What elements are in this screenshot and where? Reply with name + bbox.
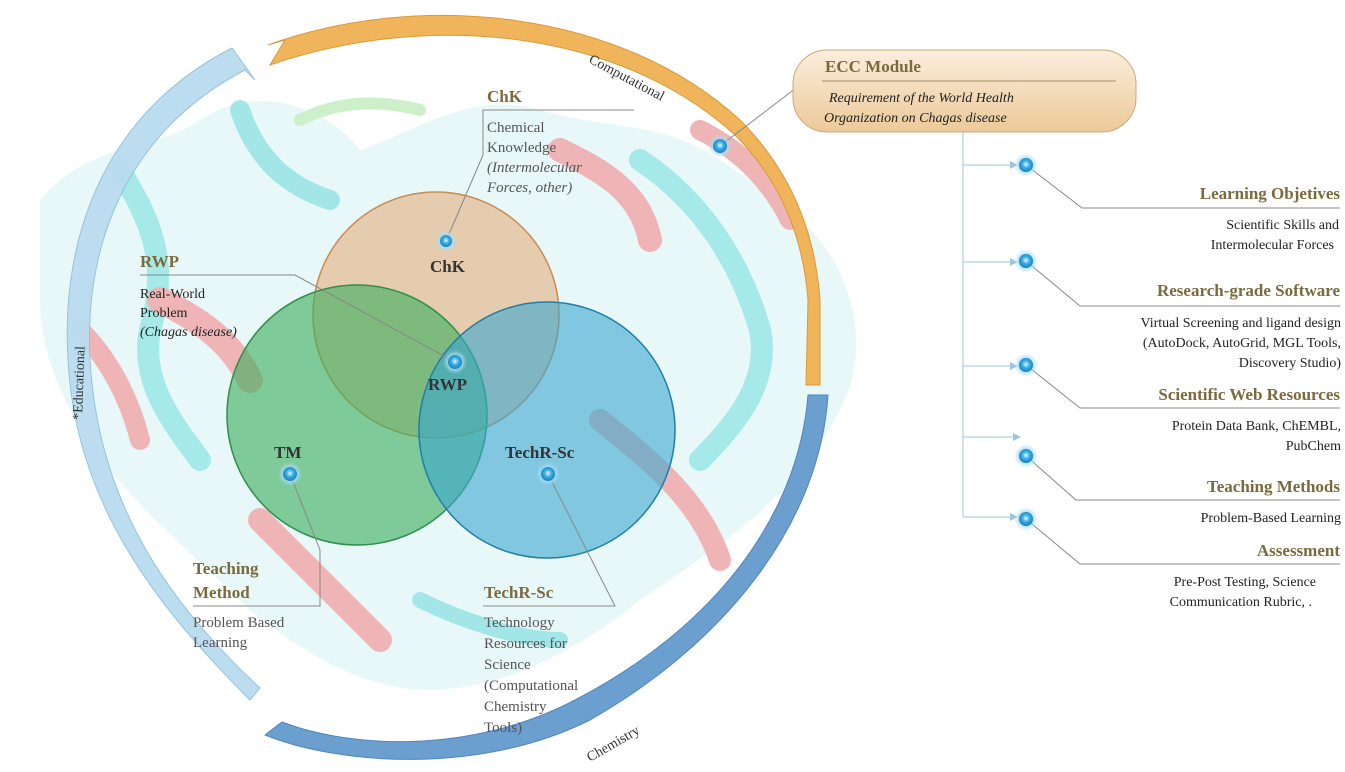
component-line: (AutoDock, AutoGrid, MGL Tools, — [1143, 336, 1341, 351]
techr-callout-line1: Technology — [484, 615, 555, 631]
ecc-module-line1: Requirement of the World Health — [828, 91, 1014, 106]
component-title: Scientific Web Resources — [1158, 385, 1340, 404]
tm-callout-title2: Method — [193, 583, 250, 602]
ecc-module-title: ECC Module — [825, 57, 921, 76]
tm-callout: Teaching Method Problem Based Learning — [193, 559, 285, 651]
component-web-resources: Scientific Web Resources Protein Data Ba… — [1158, 385, 1341, 454]
component-line: Intermolecular Forces — [1211, 238, 1334, 253]
component-assessment: Assessment Pre-Post Testing, Science Com… — [1170, 541, 1341, 610]
tm-callout-line2: Learning — [193, 635, 248, 651]
techr-callout: TechR-Sc Technology Resources for Scienc… — [484, 583, 578, 736]
tm-callout-title1: Teaching — [193, 559, 259, 578]
component-research-software: Research-grade Software Virtual Screenin… — [1140, 281, 1341, 371]
component-line: Scientific Skills and — [1226, 218, 1339, 233]
rwp-callout-line1: Real-World — [140, 287, 205, 302]
component-line: Virtual Screening and ligand design — [1140, 316, 1341, 331]
techr-callout-line3: Science — [484, 657, 531, 673]
techr-callout-line4: (Computational — [484, 678, 578, 694]
chk-callout: ChK Chemical Knowledge (Intermolecular F… — [486, 87, 582, 196]
techr-callout-line2: Resources for — [484, 636, 567, 652]
chemistry-arc-label: Chemistry — [585, 723, 643, 765]
venn-leader-lines — [140, 84, 801, 607]
ecc-module-line2: Organization on Chagas disease — [824, 111, 1007, 126]
component-line: Pre-Post Testing, Science — [1174, 575, 1316, 590]
node-rwp — [443, 350, 467, 374]
chk-callout-line2: Knowledge — [487, 140, 556, 156]
node-computational — [708, 134, 732, 158]
component-line: Communication Rubric, . — [1170, 595, 1312, 610]
component-line: Problem-Based Learning — [1201, 511, 1341, 526]
component-nodes — [1014, 153, 1038, 531]
components-arrows — [1010, 161, 1021, 521]
computational-arc — [267, 14, 821, 386]
chk-callout-title: ChK — [487, 87, 523, 106]
components-connector — [962, 132, 1013, 518]
component-line: Protein Data Bank, ChEMBL, — [1172, 419, 1341, 434]
chk-callout-line3: (Intermolecular — [487, 160, 582, 176]
educational-arc-label: *Educational — [71, 346, 89, 420]
node-chk — [435, 230, 457, 252]
techr-callout-line6: Tools) — [484, 720, 522, 736]
component-title: Teaching Methods — [1207, 477, 1340, 496]
educational-arc — [66, 47, 261, 701]
techr-circle-label: TechR-Sc — [505, 443, 575, 462]
techr-callout-line5: Chemistry — [484, 699, 547, 715]
node-techr — [536, 462, 560, 486]
ecc-module-box: ECC Module Requirement of the World Heal… — [792, 49, 1137, 133]
components-leaders — [1025, 164, 1340, 565]
component-line: Discovery Studio) — [1239, 356, 1342, 371]
chemistry-arc — [263, 394, 829, 760]
node-tm — [278, 462, 302, 486]
rwp-callout-title: RWP — [140, 252, 179, 271]
chk-callout-line1: Chemical — [487, 120, 544, 136]
rwp-callout-line3: (Chagas disease) — [140, 325, 237, 340]
techr-circle — [418, 301, 676, 559]
component-title: Assessment — [1257, 541, 1340, 560]
rwp-callout-line2: Problem — [140, 306, 188, 321]
rwp-circle-label: RWP — [428, 375, 467, 394]
techr-callout-title: TechR-Sc — [484, 583, 554, 602]
chk-callout-line4: Forces, other) — [486, 180, 572, 196]
rwp-callout: RWP Real-World Problem (Chagas disease) — [140, 252, 237, 340]
component-line: PubChem — [1286, 439, 1341, 454]
tm-circle-label: TM — [274, 443, 301, 462]
component-teaching-methods: Teaching Methods Problem-Based Learning — [1201, 477, 1341, 526]
chk-circle-label: ChK — [430, 257, 466, 276]
tm-callout-line1: Problem Based — [193, 615, 285, 631]
component-learning-objectives: Learning Objetives Scientific Skills and… — [1200, 184, 1341, 253]
component-title: Research-grade Software — [1157, 281, 1340, 300]
component-title: Learning Objetives — [1200, 184, 1341, 203]
